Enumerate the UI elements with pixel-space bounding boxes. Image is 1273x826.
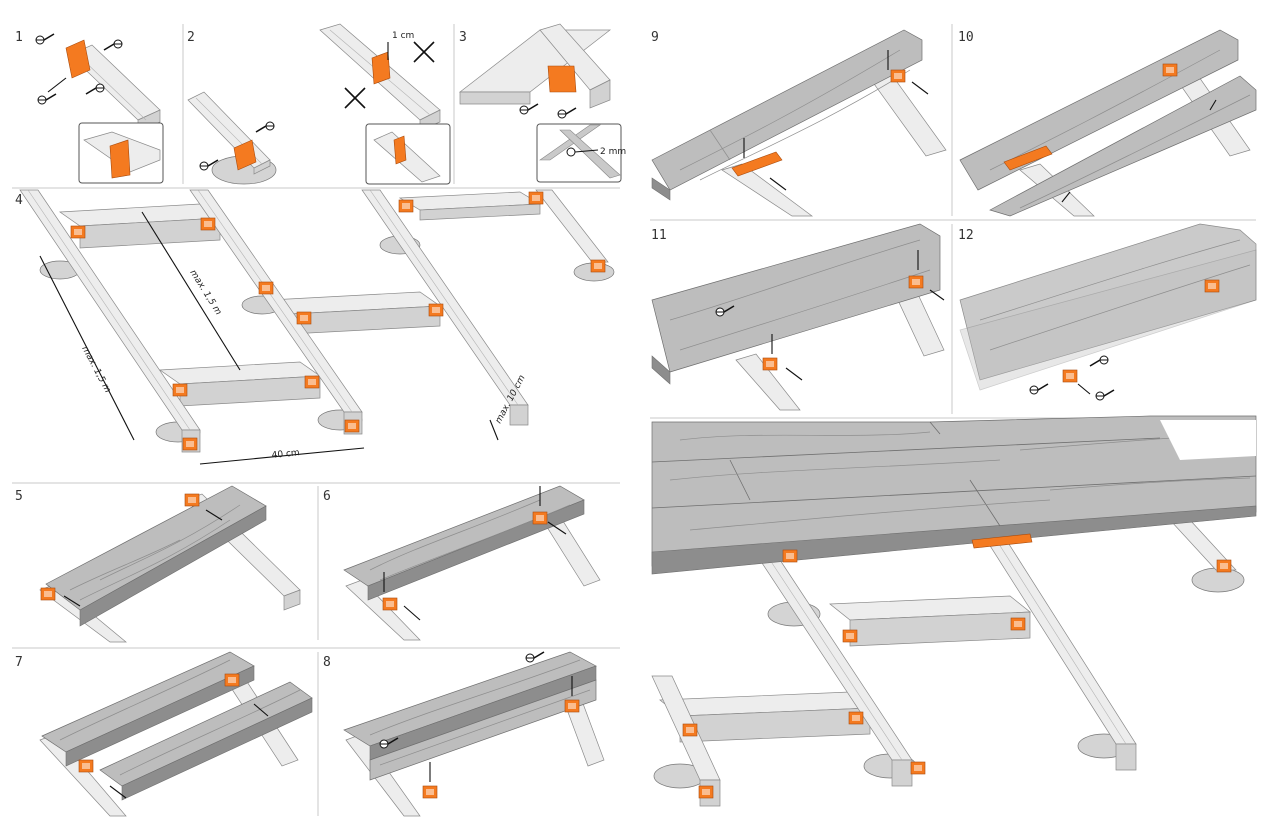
step-7-illustration	[39, 651, 313, 817]
step-11-illustration	[651, 223, 945, 411]
step-4-illustration: max. 1,5 m max. 1,5 m 40 cm max. 10 cm	[19, 189, 615, 465]
step-8-illustration	[343, 651, 605, 817]
gap-label-1cm: 1 cm	[392, 31, 414, 41]
step-10-illustration	[959, 29, 1257, 217]
step-number: 1	[15, 30, 23, 45]
step-number: 7	[15, 655, 23, 670]
step-number: 3	[459, 30, 467, 45]
step-number: 8	[323, 655, 331, 670]
step-13-illustration	[651, 415, 1257, 807]
step-number: 4	[15, 193, 23, 208]
step-number: 5	[15, 489, 23, 504]
step-6-illustration	[343, 485, 601, 641]
step-number: 12	[958, 228, 974, 243]
step-number: 11	[651, 228, 667, 243]
step-5-illustration	[39, 485, 301, 643]
step-2-illustration: 1 cm	[187, 23, 451, 185]
gap-label-2mm: 2 mm	[600, 147, 626, 157]
step-number: 10	[958, 30, 974, 45]
step-number: 9	[651, 30, 659, 45]
dimension-40cm: 40 cm	[271, 448, 300, 461]
step-12-illustration	[959, 223, 1257, 401]
step-9-illustration	[651, 29, 947, 217]
dimension-max-1-5m: max. 1,5 m	[79, 345, 112, 395]
step-number: 6	[323, 489, 331, 504]
step-number: 2	[187, 30, 195, 45]
step-1-illustration	[35, 33, 164, 184]
dimension-max-1-5m: max. 1,5 m	[187, 268, 223, 317]
step-3-illustration: 2 mm	[458, 23, 626, 183]
